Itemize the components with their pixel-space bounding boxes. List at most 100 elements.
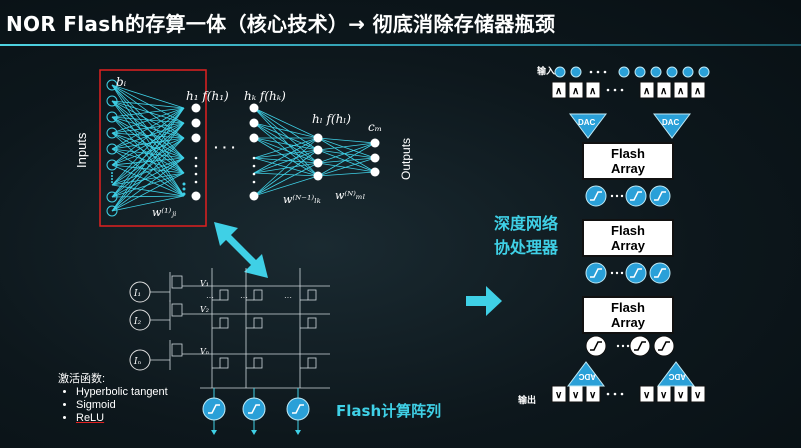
hidden-node: [249, 118, 259, 128]
input-node: [106, 205, 118, 217]
flash-cell: [307, 289, 317, 301]
connection-line: [111, 84, 185, 197]
connection-line: [111, 100, 185, 159]
input-node: [106, 127, 118, 139]
ellipsis-dot: [613, 88, 617, 92]
right-arrow-icon: [466, 286, 502, 316]
input-dot: [682, 66, 694, 78]
connection-line: [111, 84, 185, 109]
dac-label: DAC: [662, 118, 680, 127]
hidden-node: [313, 171, 323, 181]
latch-glyph: ∨: [660, 390, 667, 401]
flash-cell: [253, 357, 263, 369]
cell-label: ···: [240, 293, 248, 302]
connection-line: [253, 149, 319, 174]
sigmoid-icon: [654, 268, 666, 278]
page-title: NOR Flash的存算一体（核心技术）→ 彻底消除存储器瓶颈: [6, 12, 556, 36]
activation-item: Hyperbolic tangent: [76, 386, 168, 399]
transistor: [171, 343, 183, 357]
output-node: [370, 138, 380, 148]
input-ellipsis-dot: [111, 172, 113, 174]
connection-line: [111, 164, 185, 197]
latch-glyph: ∨: [694, 390, 701, 401]
connection-line: [253, 122, 319, 139]
connection-line: [253, 149, 319, 197]
latch-cell: [690, 385, 706, 403]
input-node: [106, 191, 118, 203]
connection-line: [253, 107, 319, 151]
dac-triangle: [653, 113, 691, 139]
sigmoid-icon: [654, 191, 666, 201]
ellipsis-dot: [615, 271, 619, 275]
flash-cell: [219, 289, 229, 301]
transistor: [171, 303, 183, 317]
hk-label: hₖ f(hₖ): [244, 89, 286, 103]
convergence-dot: [182, 187, 186, 191]
ellipsis-dot: [610, 194, 614, 198]
double-arrow-icon: [214, 222, 268, 278]
latch-cell: [656, 81, 672, 99]
connection-line: [111, 132, 185, 197]
flash-cell: [219, 357, 229, 369]
hidden-ellipsis-dot: [194, 156, 198, 160]
connection-line: [111, 172, 185, 212]
ellipsis-dot: [606, 392, 610, 396]
connection-line: [317, 142, 376, 164]
connection-line: [317, 149, 376, 173]
latch-glyph: ∧: [589, 86, 596, 97]
ellipsis-dot: [610, 271, 614, 275]
sigmoid-icon: [248, 404, 260, 414]
input-node: [106, 143, 118, 155]
current-sources: I₁ I₂ Iₙ V₁ V₂ Vₙ: [129, 279, 209, 371]
connection-line: [111, 116, 185, 174]
flash-array-box: Flash Array: [582, 219, 674, 257]
inputs-label: Inputs: [74, 132, 89, 168]
connection-line: [253, 137, 319, 197]
hidden-ellipsis-dot: [194, 180, 198, 184]
connection-line: [253, 149, 319, 159]
input-dot: [666, 66, 678, 78]
connection-line: [317, 171, 376, 177]
connection-line: [111, 107, 185, 198]
hidden-ellipsis-dot: [194, 172, 198, 176]
sigmoid-icon: [658, 341, 670, 351]
connection-line: [111, 157, 185, 186]
input-node: [106, 95, 118, 107]
hidden-layer-k-nodes: [249, 103, 259, 201]
ellipsis-dot: [620, 392, 624, 396]
hidden-ellipsis-dot: [252, 180, 256, 184]
flash-array-box: Flash Array: [582, 142, 674, 180]
connection-line: [111, 116, 185, 197]
connection-line: [111, 84, 185, 139]
connection-line: [253, 107, 319, 139]
wn1-label: w⁽ᴺ⁻¹⁾ₗₖ: [283, 193, 321, 206]
connection-line: [111, 122, 185, 134]
latch-glyph: ∧: [555, 86, 562, 97]
ellipsis-dot: [616, 344, 620, 348]
latch-cell: [673, 81, 689, 99]
sigmoid-icon: [630, 268, 642, 278]
latch-cell: [551, 81, 567, 99]
activation-item: Sigmoid: [76, 399, 168, 412]
hidden-node: [313, 158, 323, 168]
connection-line: [253, 137, 319, 177]
ellipsis-dot: [620, 194, 624, 198]
layer-ellipsis: · · ·: [214, 139, 236, 155]
adc-label: ADC: [578, 372, 596, 381]
input-node: [106, 159, 118, 171]
connection-line: [111, 137, 185, 150]
latch-glyph: ∧: [660, 86, 667, 97]
connection-line: [111, 84, 185, 124]
connection-line: [253, 172, 319, 177]
adc-label: ADC: [668, 372, 686, 381]
flash-array-box: Flash Array: [582, 296, 674, 334]
connection-line: [111, 132, 185, 159]
adc-triangle: [657, 361, 695, 387]
connection-line: [111, 148, 185, 174]
connection-line: [111, 107, 185, 186]
connection-line: [317, 149, 376, 159]
connection-line: [253, 157, 319, 164]
connection-line: [253, 137, 319, 159]
connection-line: [111, 164, 185, 174]
